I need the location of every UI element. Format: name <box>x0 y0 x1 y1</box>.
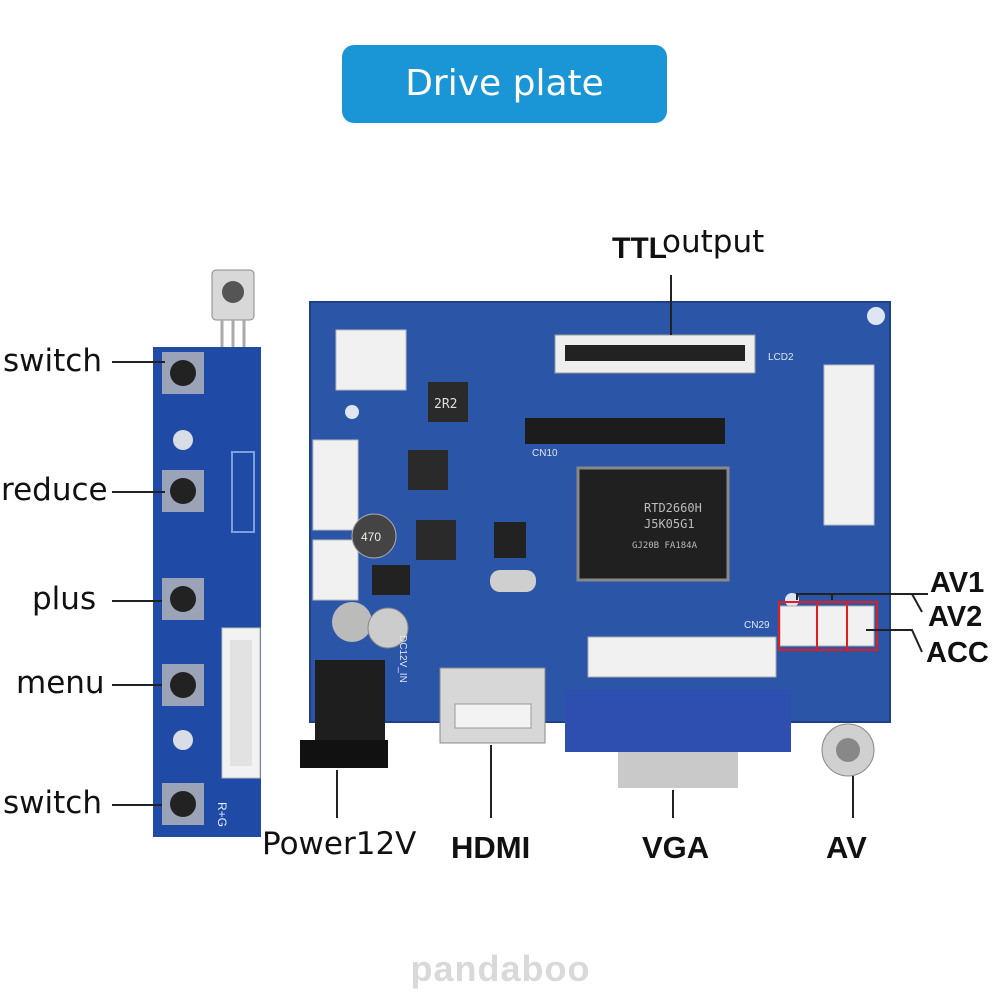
label-av1: AV1 <box>930 567 985 599</box>
vga-port <box>565 690 791 752</box>
label-switch-bottom: switch <box>3 785 102 821</box>
keypad-silkscreen-kb: R+G <box>215 802 229 827</box>
av-header <box>779 605 875 647</box>
right-connector <box>823 364 875 526</box>
small-ic <box>494 522 526 558</box>
capacitor <box>351 513 397 559</box>
label-reduce: reduce <box>1 472 108 508</box>
vga-shell <box>618 752 738 788</box>
mounting-hole <box>785 593 799 607</box>
chip-text-line2: J5K05G1 <box>644 517 695 531</box>
mounting-hole <box>345 405 359 419</box>
svg-text:CN29: CN29 <box>744 620 770 631</box>
inductor <box>408 450 448 490</box>
svg-text:CN10: CN10 <box>532 448 558 459</box>
inductor <box>416 520 456 560</box>
label-av: AV <box>826 830 867 865</box>
label-ttl: TTL <box>612 232 667 265</box>
capacitor <box>367 607 409 649</box>
svg-text:LCD2: LCD2 <box>768 352 794 363</box>
keypad-button-reduce <box>162 470 204 512</box>
keypad-button-menu <box>162 664 204 706</box>
label-hdmi: HDMI <box>451 830 531 865</box>
label-menu: menu <box>16 665 105 701</box>
keypad-button-switch-top <box>162 352 204 394</box>
label-plus: plus <box>32 581 97 617</box>
label-output: output <box>662 224 765 260</box>
small-ic <box>372 565 410 595</box>
vga-header <box>587 636 777 678</box>
chip-text-line1: RTD2660H <box>644 501 702 515</box>
side-connector <box>312 439 359 531</box>
mounting-hole <box>867 307 885 325</box>
watermark: pandaboo <box>410 948 591 989</box>
keypad-led <box>173 730 193 750</box>
inductor <box>428 382 468 422</box>
svg-text:2R2: 2R2 <box>434 397 457 412</box>
main-chip <box>576 466 730 582</box>
title-banner: Drive plate details <box>342 45 667 182</box>
label-av2: AV2 <box>928 601 983 633</box>
label-vga: VGA <box>642 830 710 865</box>
keypad-button-plus <box>162 578 204 620</box>
label-acc: ACC <box>926 637 989 669</box>
main-board: 2R2 LCD2 CN10 RTD2660H J5K05G1 GJ20B FA1… <box>300 301 891 788</box>
side-connector <box>312 539 359 601</box>
svg-text:DC12V_IN: DC12V_IN <box>397 635 408 683</box>
label-switch-top: switch <box>3 343 102 379</box>
chip-text-line3: GJ20B FA184A <box>632 541 698 551</box>
label-power: Power12V <box>262 826 417 862</box>
power-header <box>335 329 407 391</box>
keypad-led <box>173 430 193 450</box>
dc-jack <box>315 660 385 750</box>
keypad-board: R+G <box>153 269 261 837</box>
leader-lines <box>112 275 928 818</box>
pin-header <box>525 418 725 444</box>
keypad-ribbon-pads <box>231 451 255 533</box>
keypad-button-switch-bottom <box>162 783 204 825</box>
dc-jack-base <box>300 740 388 768</box>
crystal <box>490 570 536 592</box>
capacitor <box>332 602 372 642</box>
svg-text:470: 470 <box>361 530 381 544</box>
acc-highlight <box>846 601 878 651</box>
ir-receiver-lens <box>222 281 244 303</box>
